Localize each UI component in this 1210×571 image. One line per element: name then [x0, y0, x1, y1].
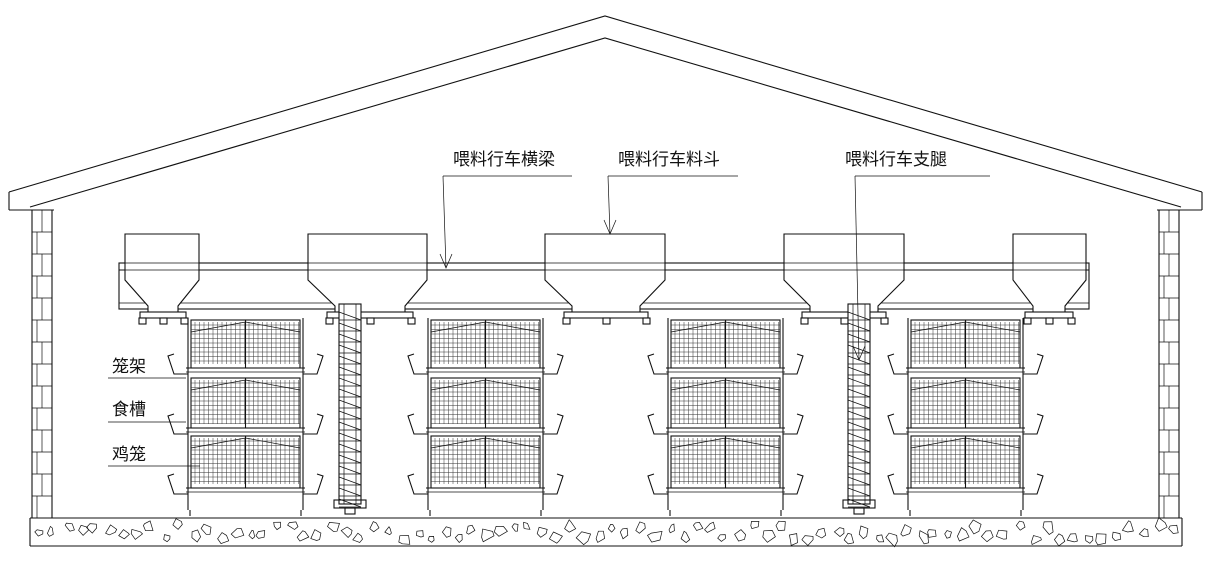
feed-trough [887, 413, 908, 435]
roof [8, 15, 1203, 211]
cage-tier [167, 319, 324, 375]
feed-trough [647, 473, 668, 495]
cage-tier [167, 435, 324, 495]
cage-tier [887, 377, 1044, 435]
hopper-2 [307, 233, 428, 325]
label-hopper: 喂料行车料斗 [618, 150, 720, 170]
feed-trough [303, 473, 324, 495]
feed-trough [783, 413, 804, 435]
feed-trough [303, 353, 324, 375]
cage-tier [647, 319, 804, 375]
cage-tier [407, 319, 564, 375]
label-cage: 鸡笼 [112, 445, 146, 465]
feed-trough [647, 353, 668, 375]
cage-unit-3 [647, 318, 804, 516]
label-rack: 笼架 [112, 357, 146, 377]
feeding-cart-leg-right [842, 303, 876, 515]
feed-trough [543, 413, 564, 435]
hopper-4 [783, 233, 905, 325]
hopper-5 [1012, 233, 1087, 325]
feed-trough [167, 473, 188, 495]
feed-trough [783, 473, 804, 495]
right-brick-wall [1158, 209, 1180, 518]
feed-trough [1023, 473, 1044, 495]
label-trough: 食槽 [112, 400, 146, 420]
feed-trough [1023, 353, 1044, 375]
feed-trough [543, 353, 564, 375]
cage-tier [887, 435, 1044, 495]
cage-tier [647, 435, 804, 495]
feed-trough [167, 413, 188, 435]
feed-trough [407, 413, 428, 435]
feeding-cart-leg-left [333, 303, 367, 515]
cage-tier [647, 377, 804, 435]
feed-trough [647, 413, 668, 435]
left-brick-wall [31, 209, 53, 518]
feed-trough [303, 413, 324, 435]
cage-units [167, 318, 1044, 516]
feed-hoppers [124, 233, 1087, 325]
cage-tier [407, 377, 564, 435]
feed-trough [1023, 413, 1044, 435]
cage-unit-2 [407, 318, 564, 516]
feed-trough [407, 473, 428, 495]
feed-trough [543, 473, 564, 495]
cage-tier [887, 319, 1044, 375]
feed-trough [167, 353, 188, 375]
ground-foundation [29, 517, 1183, 548]
hopper-3 [544, 233, 666, 325]
feed-trough [407, 353, 428, 375]
cage-unit-1 [167, 318, 324, 516]
label-leg: 喂料行车支腿 [845, 150, 947, 170]
cage-tier [167, 377, 324, 435]
cage-tier [407, 435, 564, 495]
hopper-1 [124, 233, 200, 325]
leader-lines [108, 175, 990, 467]
feed-trough [887, 353, 908, 375]
feed-trough [783, 353, 804, 375]
cage-unit-4 [887, 318, 1044, 516]
label-beam: 喂料行车横梁 [453, 150, 555, 170]
feed-trough [887, 473, 908, 495]
